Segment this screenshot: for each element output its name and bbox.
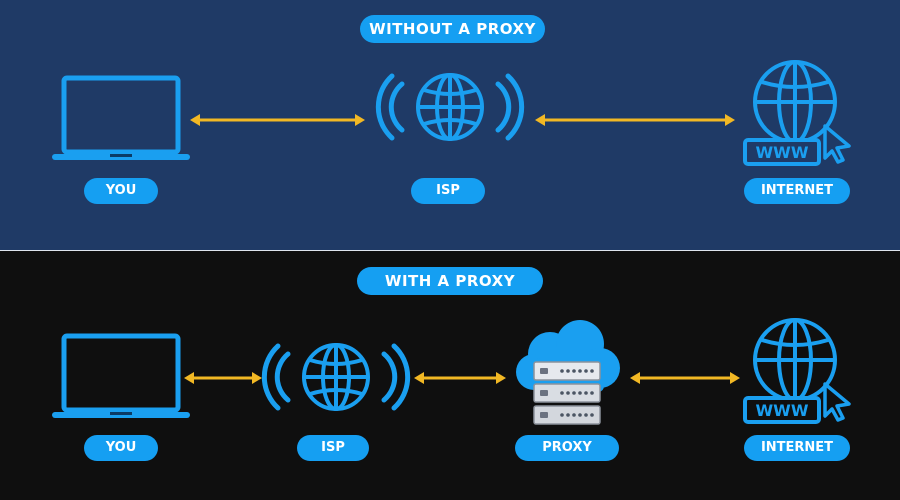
node-label-proxy: PROXY	[515, 435, 619, 461]
globe-signal-icon	[375, 73, 525, 141]
svg-text:WWW: WWW	[756, 143, 809, 162]
svg-text:WWW: WWW	[756, 401, 809, 420]
arrow-isp-internet	[535, 114, 735, 126]
arrow-proxy-internet	[630, 372, 740, 384]
panel-divider	[0, 250, 900, 251]
www-globe-icon: WWW	[743, 60, 851, 166]
node-label-you: YOU	[84, 435, 158, 461]
cloud-server-icon	[516, 320, 620, 425]
arrow-you-isp	[184, 372, 262, 384]
node-label-internet: INTERNET	[744, 178, 850, 204]
node-label-internet: INTERNET	[744, 435, 850, 461]
with-proxy-title: WITH A PROXY	[357, 267, 543, 295]
laptop-icon	[52, 333, 190, 418]
without-proxy-title: WITHOUT A PROXY	[360, 15, 545, 43]
laptop-icon	[52, 75, 190, 160]
node-label-isp: ISP	[411, 178, 485, 204]
www-globe-icon: WWW	[743, 318, 851, 424]
node-label-isp: ISP	[297, 435, 369, 461]
node-label-you: YOU	[84, 178, 158, 204]
arrow-isp-proxy	[414, 372, 506, 384]
globe-signal-icon	[261, 343, 411, 411]
arrow-you-isp	[190, 114, 365, 126]
